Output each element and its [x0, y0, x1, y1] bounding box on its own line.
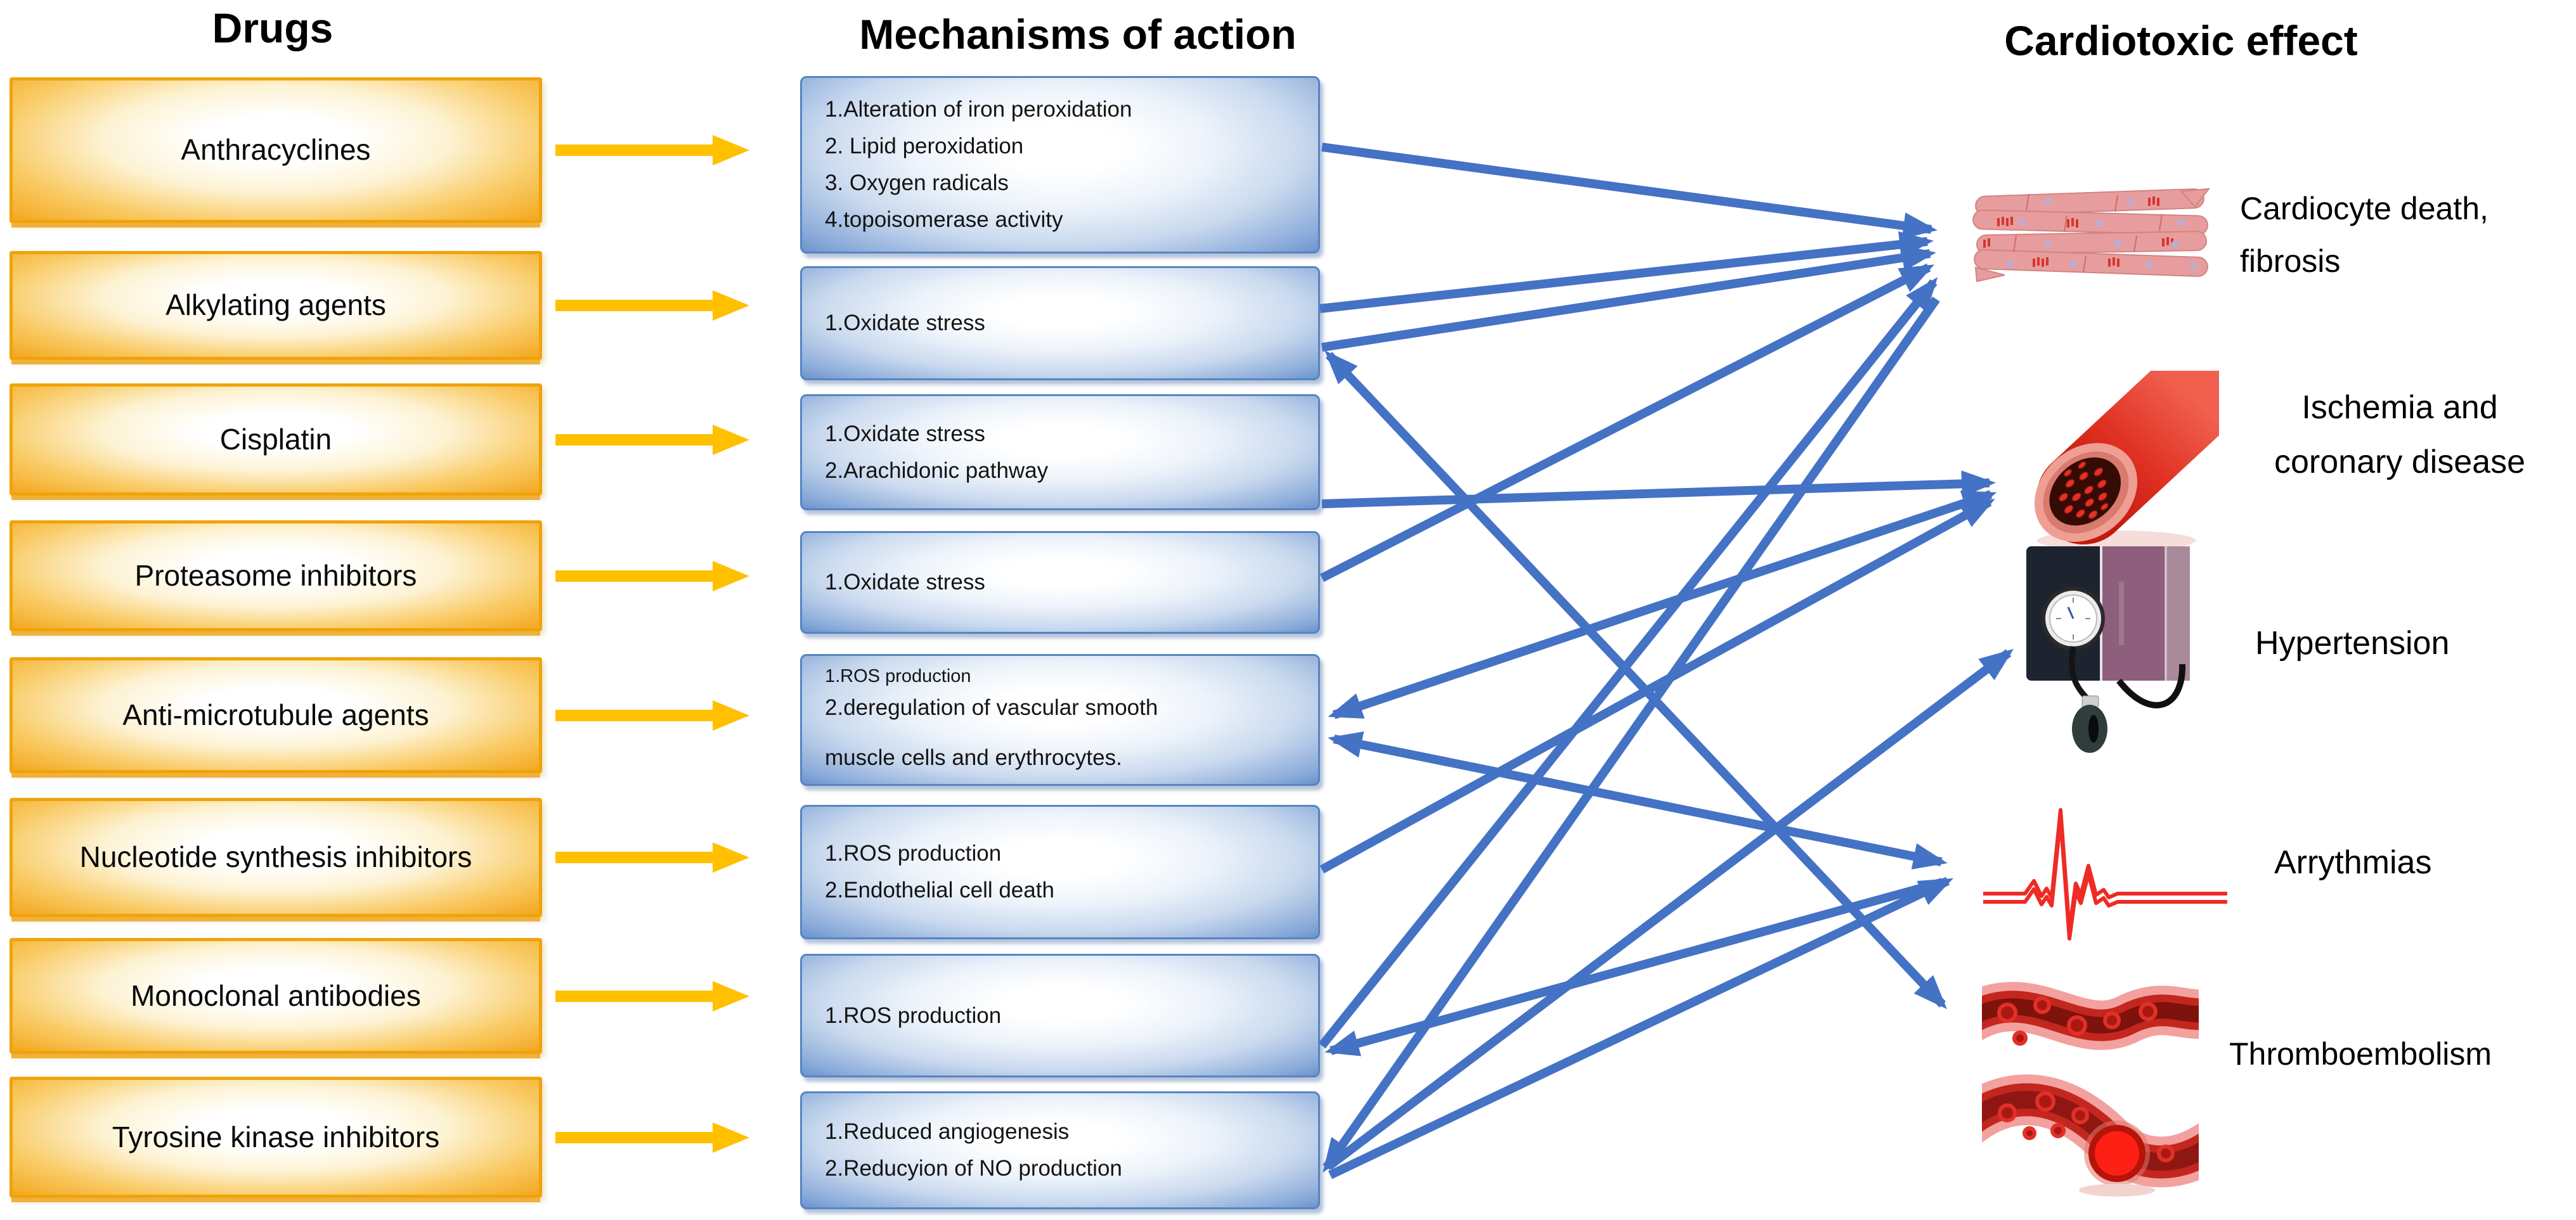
- cardiac-muscle-image: [1972, 188, 2211, 283]
- blood-vessel-image: [2034, 371, 2219, 551]
- drug-box-anti-microtubule-agents: Anti-microtubule agents: [10, 657, 542, 773]
- mechanism-line: 1.Alteration of iron peroxidation: [825, 97, 1132, 122]
- drug-box-monoclonal-antibodies: Monoclonal antibodies: [10, 938, 542, 1054]
- mechanism-box-anti-microtubule-agents: 1.ROS production 2.deregulation of vascu…: [800, 654, 1320, 786]
- mechanism-to-effect-arrow: [1319, 498, 1995, 874]
- mechanism-line: 2. Lipid peroxidation: [825, 134, 1024, 158]
- mechanism-to-effect-arrow: [1321, 143, 1938, 239]
- mechanism-to-effect-arrow: [1319, 231, 1934, 313]
- drug-box-alkylating-agents: Alkylating agents: [10, 251, 542, 360]
- mechanism-to-effect-arrow: [1328, 876, 1954, 1179]
- mechanism-line: 1.Oxidate stress: [825, 570, 985, 594]
- mechanism-line: 1.Oxidate stress: [825, 311, 985, 335]
- mechanism-line: 4.topoisomerase activity: [825, 207, 1063, 232]
- mechanism-line: 1.ROS production: [825, 666, 971, 686]
- thrombus-vessel-image: [1982, 982, 2199, 1197]
- mechanism-line: 1.Reduced angiogenesis: [825, 1119, 1070, 1144]
- effect-label-ischemia: Ischemia and coronary disease: [2274, 389, 2525, 481]
- mechanism-to-effect-arrow: [1321, 244, 1936, 352]
- drugs-column-header: Drugs: [212, 4, 333, 51]
- mechanism-box-monoclonal-antibodies: 1.ROS production: [800, 954, 1320, 1077]
- mechanism-line: 2.deregulation of vascular smooth: [825, 695, 1158, 720]
- ecg-pulse-image: [1983, 808, 2227, 941]
- mechanisms-column-header: Mechanisms of action: [859, 11, 1297, 58]
- drug-box-nucleotide-synthesis-inhibitors: Nucleotide synthesis inhibitors: [10, 798, 542, 917]
- mechanism-to-effect-arrow: [1324, 350, 1947, 1010]
- effect-label-thromboembolism: Thromboembolism: [2229, 1036, 2492, 1072]
- mechanism-line: 1.ROS production: [825, 1003, 1002, 1028]
- drug-box-proteasome-inhibitors: Proteasome inhibitors: [10, 520, 542, 631]
- mechanism-box-cisplatin: 1.Oxidate stress 2.Arachidonic pathway: [800, 394, 1320, 510]
- effects-column-header: Cardiotoxic effect: [2004, 17, 2358, 64]
- mechanism-to-effect-arrow: [1324, 878, 1944, 1056]
- mechanism-to-effect-arrow: [1323, 296, 1940, 1173]
- mechanism-line: 2.Reducyion of NO production: [825, 1156, 1122, 1181]
- mechanism-to-effect-arrow: [1328, 490, 1997, 719]
- mechanism-line: 2.Endothelial cell death: [825, 878, 1054, 902]
- mechanism-box-alkylating-agents: 1.Oxidate stress: [800, 266, 1320, 380]
- mechanism-to-effect-arrow: [1326, 648, 2014, 1170]
- effect-label-arrythmias: Arrythmias: [2274, 844, 2432, 881]
- mechanism-box-proteasome-inhibitors: 1.Oxidate stress: [800, 531, 1320, 634]
- mechanism-to-effect-arrow: [1328, 731, 1948, 870]
- mechanism-box-nucleotide-synthesis-inhibitors: 1.ROS production 2.Endothelial cell deat…: [800, 805, 1320, 939]
- blood-pressure-cuff-image: [2026, 546, 2190, 753]
- mechanism-to-effect-arrow: [1318, 277, 1938, 1049]
- drug-box-anthracyclines: Anthracyclines: [10, 77, 542, 223]
- drug-box-cisplatin: Cisplatin: [10, 383, 542, 496]
- mechanism-box-anthracyclines: 1.Alteration of iron peroxidation 2. Lip…: [800, 76, 1320, 254]
- drug-box-tyrosine-kinase-inhibitors: Tyrosine kinase inhibitors: [10, 1077, 542, 1198]
- mechanism-line: 1.Oxidate stress: [825, 421, 985, 446]
- mechanism-line: muscle cells and erythrocytes.: [825, 745, 1122, 770]
- mechanism-line: 2.Arachidonic pathway: [825, 458, 1049, 483]
- effect-label-cardiocyte-death: Cardiocyte death, fibrosis: [2240, 191, 2489, 279]
- mechanism-to-effect-arrow: [1321, 470, 1996, 508]
- mechanism-box-tyrosine-kinase-inhibitors: 1.Reduced angiogenesis 2.Reducyion of NO…: [800, 1091, 1320, 1209]
- effect-label-hypertension: Hypertension: [2255, 625, 2450, 662]
- mechanism-line: 1.ROS production: [825, 841, 1002, 866]
- mechanism-to-effect-arrow: [1319, 263, 1934, 582]
- mechanism-line: 3. Oxygen radicals: [825, 170, 1009, 195]
